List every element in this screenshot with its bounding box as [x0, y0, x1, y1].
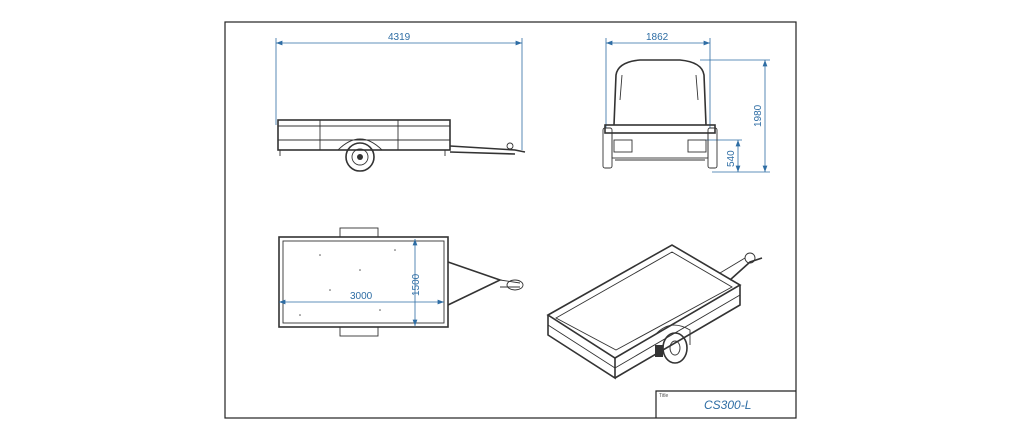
drawing-frame	[224, 21, 797, 419]
title-value: CS300-L	[704, 398, 751, 412]
dim-rear-width: 1862	[646, 32, 669, 43]
dim-top-length: 3000	[350, 291, 373, 302]
rear-view: 1862 1980 540	[602, 32, 770, 173]
top-view: 3000 1500	[278, 227, 524, 337]
title-block: Title CS300-L	[655, 390, 796, 418]
dim-rear-height: 1980	[753, 104, 764, 127]
isometric-view	[546, 244, 763, 380]
side-view: 4319	[275, 32, 526, 172]
dim-bed-height: 540	[726, 150, 737, 167]
title-label: Title	[659, 393, 668, 399]
dim-top-width: 1500	[411, 273, 422, 296]
dim-side-length: 4319	[388, 32, 411, 43]
